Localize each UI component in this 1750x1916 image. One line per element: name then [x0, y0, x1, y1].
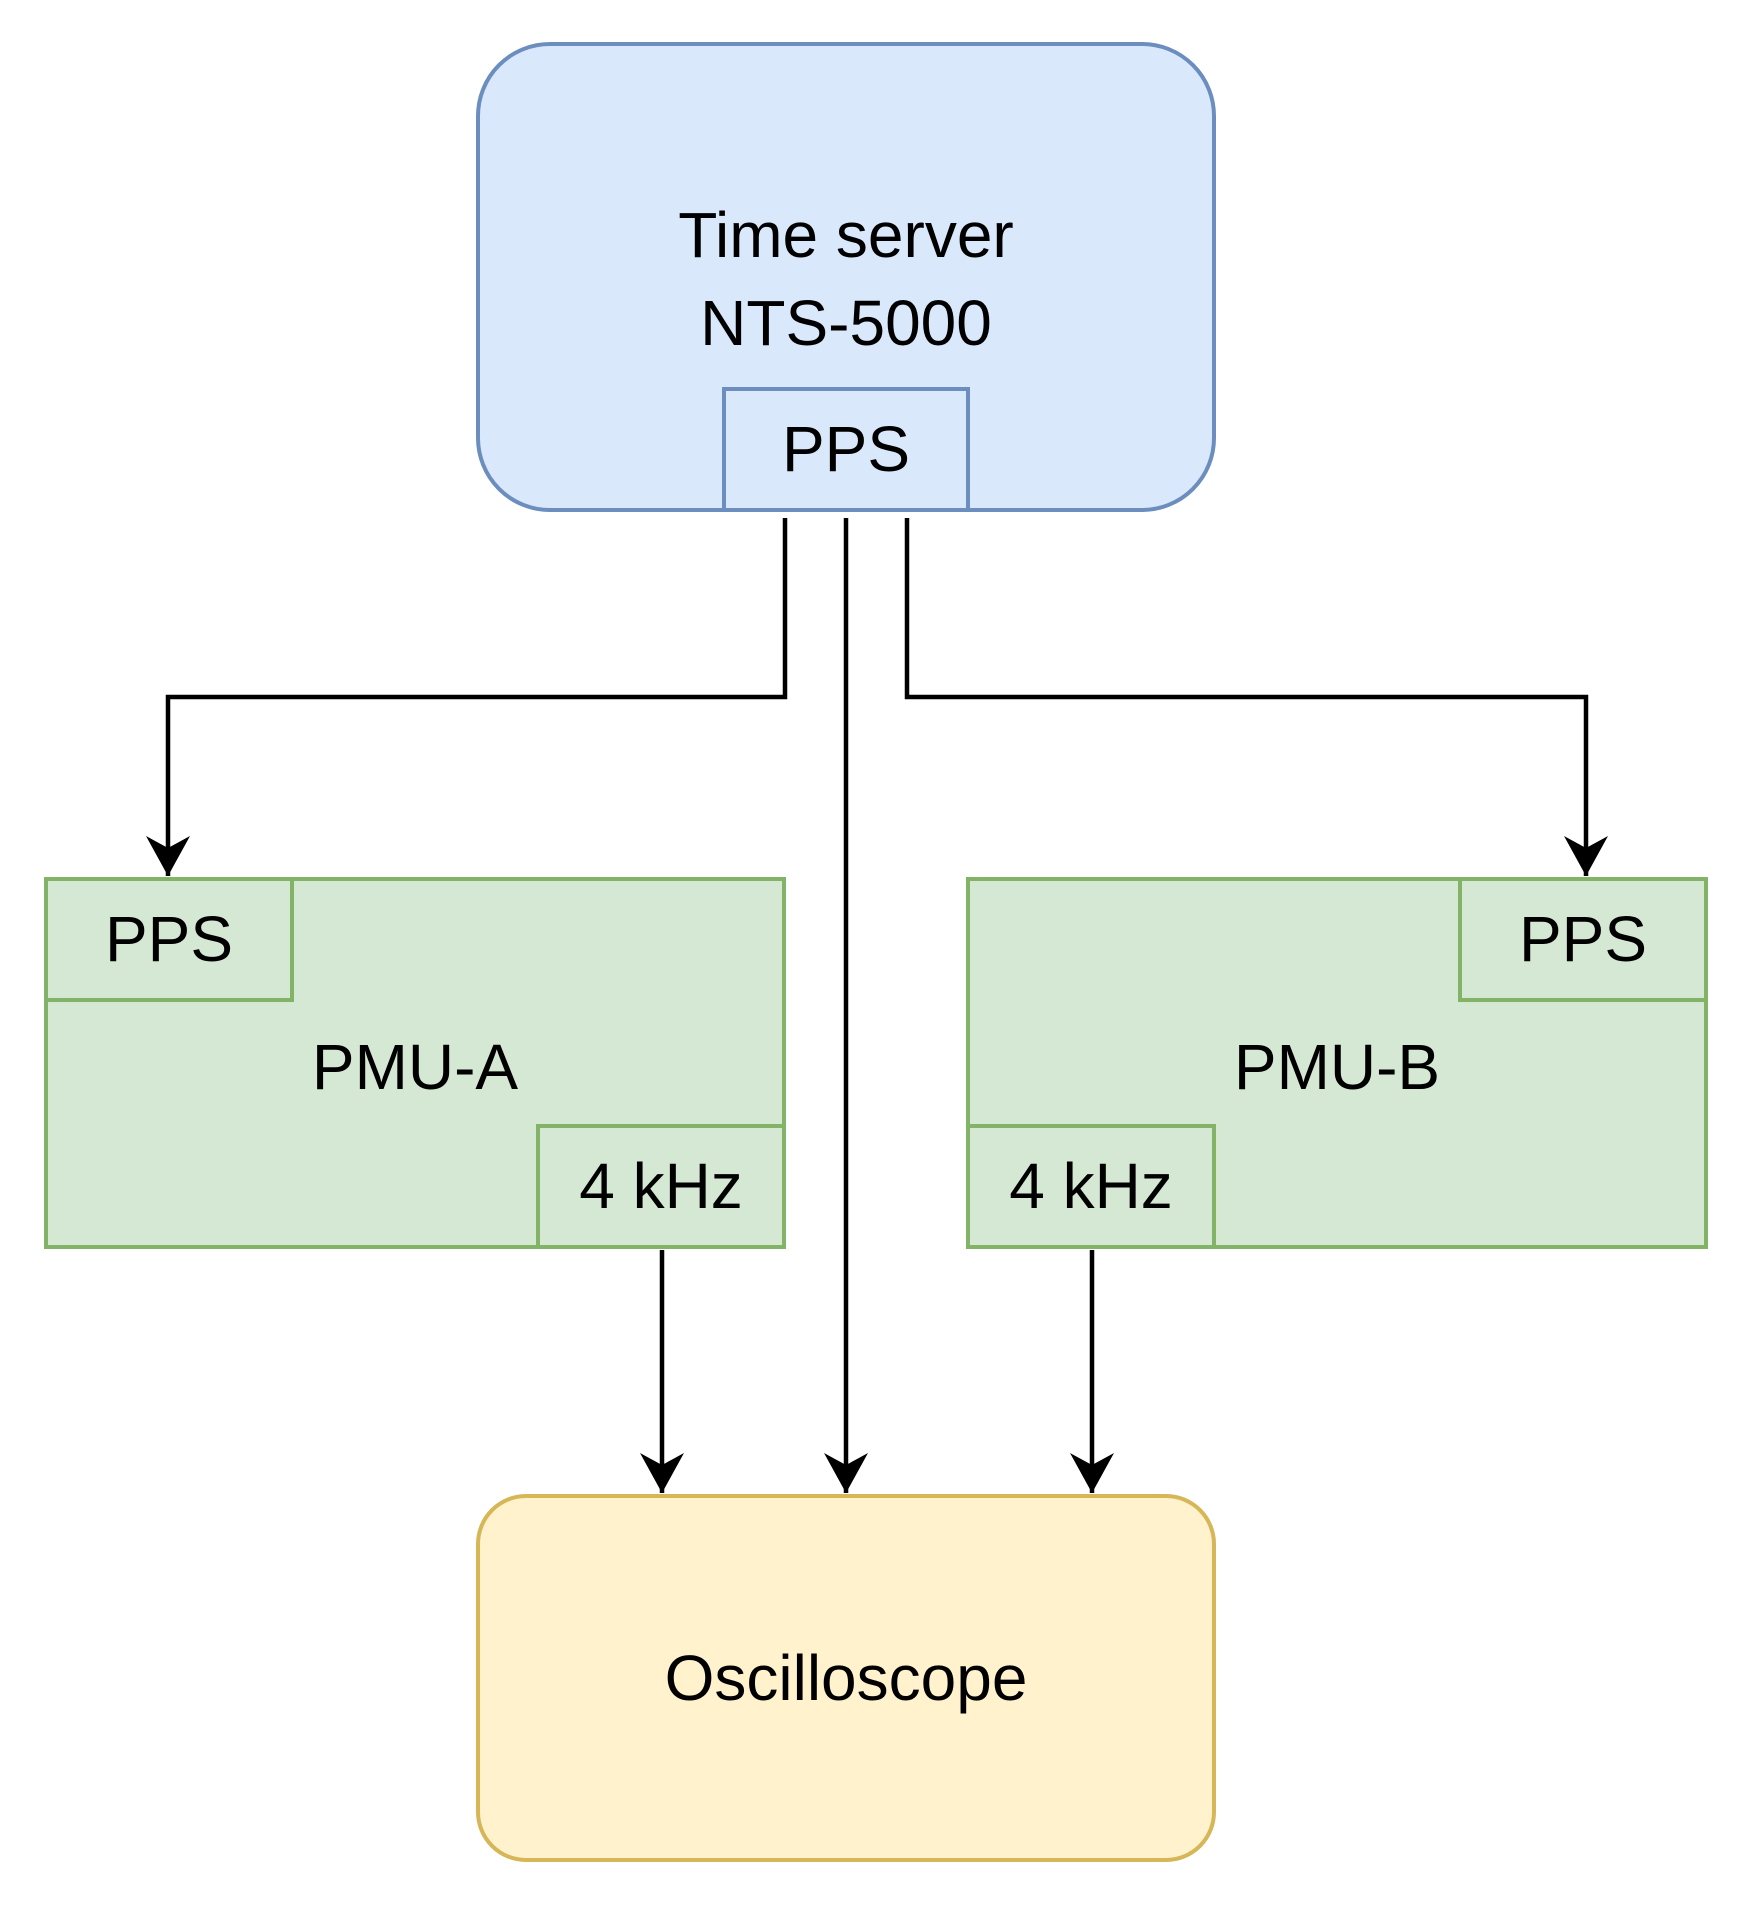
oscilloscope-node	[476, 1494, 1216, 1862]
pmu-b-label: PMU-B	[1233, 1030, 1441, 1103]
time-server-pps-port	[722, 387, 970, 512]
wire-time-server-to-pmu-b	[904, 518, 1608, 876]
pmu-a-label: PMU-A	[311, 1030, 519, 1103]
pmu-a-output-port	[536, 1124, 786, 1249]
pmu-b-pps-port	[1458, 877, 1708, 1002]
pmu-b-output-label: 4 kHz	[1009, 1150, 1173, 1223]
time-server-title: Time server	[476, 190, 1216, 280]
pmu-b-output-port	[966, 1124, 1216, 1249]
pmu-a-pps-port	[44, 877, 294, 1002]
wire-time-server-to-pmu-a	[146, 518, 788, 876]
time-server-pps-label: PPS	[781, 413, 911, 486]
pmu-a-output-label: 4 kHz	[579, 1150, 743, 1223]
oscilloscope-label: Oscilloscope	[664, 1641, 1028, 1714]
time-server-model: NTS-5000	[476, 278, 1216, 368]
pmu-a-pps-label: PPS	[104, 903, 234, 976]
time-server-model-label: NTS-5000	[700, 286, 992, 359]
pmu-b-pps-label: PPS	[1518, 903, 1648, 976]
time-server-label: Time server	[678, 198, 1014, 271]
